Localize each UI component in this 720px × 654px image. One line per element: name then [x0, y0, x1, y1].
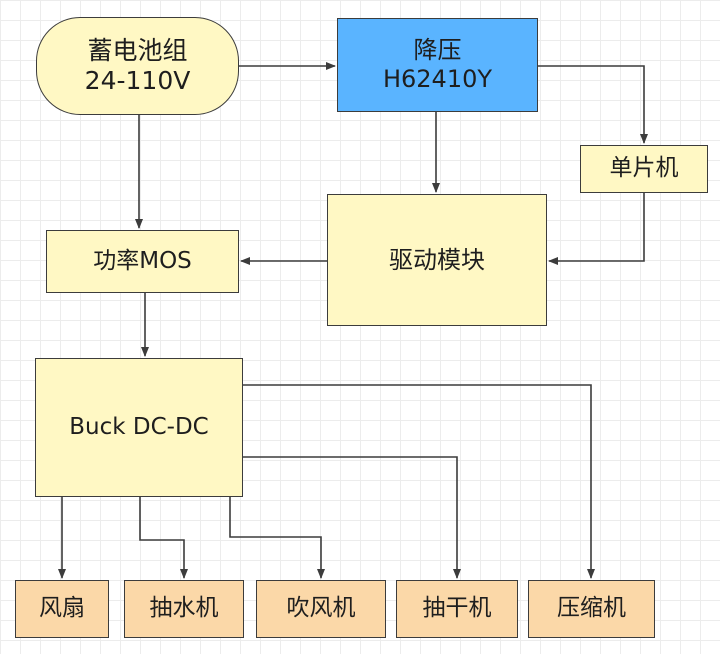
battery-pack-voltage: 24-110V — [84, 66, 191, 95]
mcu-node: 单片机 — [580, 145, 708, 193]
power-mos-label: 功率MOS — [93, 247, 192, 274]
step-down-regulator-name: 降压 — [413, 36, 462, 65]
arrow-mcu-to-driver — [548, 193, 645, 265]
step-down-regulator-node: 降压 H62410Y — [337, 18, 538, 112]
load-label-compressor: 压缩机 — [557, 595, 626, 622]
load-label-dryer: 抽干机 — [422, 595, 492, 622]
load-node-water-pump: 抽水机 — [124, 580, 244, 638]
mcu-label: 单片机 — [609, 155, 679, 182]
load-label-fan: 风扇 — [39, 595, 85, 622]
power-mos-node: 功率MOS — [46, 230, 239, 293]
buck-dcdc-label: Buck DC-DC — [69, 413, 209, 440]
load-label-water-pump: 抽水机 — [149, 595, 219, 622]
load-node-dryer: 抽干机 — [396, 580, 518, 638]
arrow-buck-dcdc-to-blower — [229, 497, 325, 579]
step-down-regulator-part: H62410Y — [382, 65, 493, 93]
battery-pack-name: 蓄电池组 — [87, 36, 188, 65]
load-node-blower: 吹风机 — [256, 580, 386, 638]
arrow-buck-dcdc-to-pump — [139, 497, 188, 579]
driver-module-node: 驱动模块 — [327, 194, 547, 326]
buck-dcdc-node: Buck DC-DC — [35, 358, 243, 497]
load-node-compressor: 压缩机 — [528, 580, 655, 638]
arrow-buck-dcdc-to-compressor — [243, 384, 595, 579]
driver-module-label: 驱动模块 — [389, 245, 485, 274]
load-label-blower: 吹风机 — [286, 595, 356, 622]
arrow-buck-dcdc-to-dryer — [243, 456, 461, 579]
arrow-buck-converter-to-mcu — [538, 65, 648, 144]
battery-pack-node: 蓄电池组 24-110V — [36, 17, 239, 115]
load-node-fan: 风扇 — [15, 580, 109, 638]
